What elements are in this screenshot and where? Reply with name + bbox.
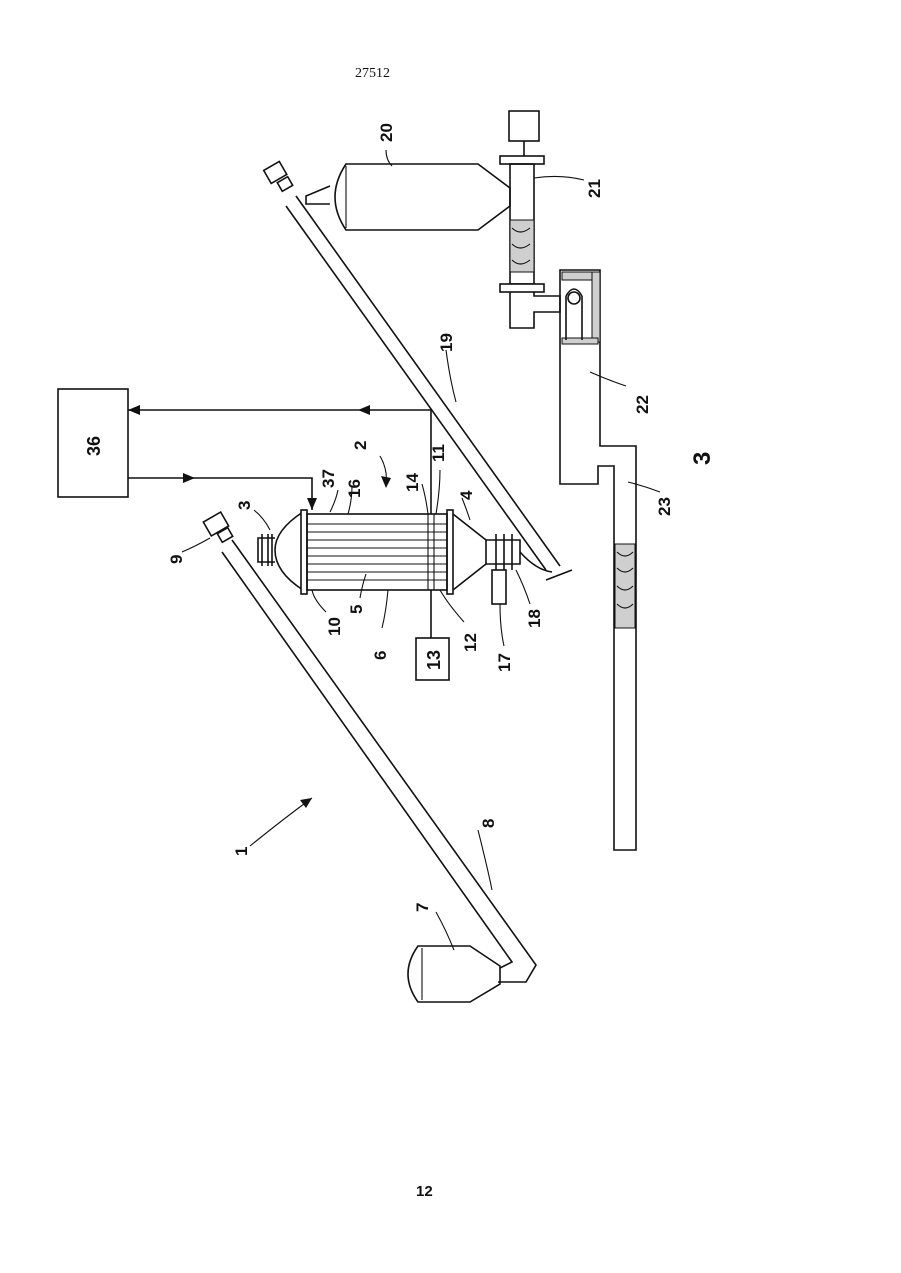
vessel-20: [306, 164, 510, 230]
label-36: 36: [84, 436, 104, 456]
label-2: 2: [351, 441, 370, 450]
label-10: 10: [325, 617, 344, 636]
label-5: 5: [347, 605, 366, 614]
label-9: 9: [167, 555, 186, 564]
label-22: 22: [633, 395, 652, 414]
screw-unit-21: [500, 111, 560, 328]
label-12: 12: [461, 633, 480, 652]
label-19: 19: [437, 333, 456, 352]
label-23: 23: [655, 497, 674, 516]
label-37: 37: [319, 469, 338, 488]
figure-label: 3: [689, 452, 716, 465]
reactor-2: [258, 510, 520, 604]
page-number: 12: [416, 1183, 433, 1200]
hatched-deposit-23: [615, 544, 635, 628]
label-14: 14: [403, 473, 422, 492]
drive-unit-9: [203, 512, 232, 542]
label-3: 3: [235, 501, 254, 510]
hopper-7: [408, 946, 500, 1002]
conveyor-8: [222, 540, 536, 982]
label-11: 11: [429, 444, 448, 462]
label-21: 21: [585, 179, 604, 198]
label-1: 1: [232, 847, 251, 856]
label-17: 17: [495, 653, 514, 672]
label-16: 16: [345, 479, 364, 498]
label-18: 18: [525, 609, 544, 628]
label-13: 13: [424, 650, 444, 670]
label-7: 7: [413, 903, 432, 912]
label-8: 8: [479, 819, 498, 828]
label-20: 20: [377, 123, 396, 142]
label-4: 4: [457, 490, 476, 500]
label-6: 6: [371, 651, 390, 660]
box-36: [58, 389, 431, 514]
